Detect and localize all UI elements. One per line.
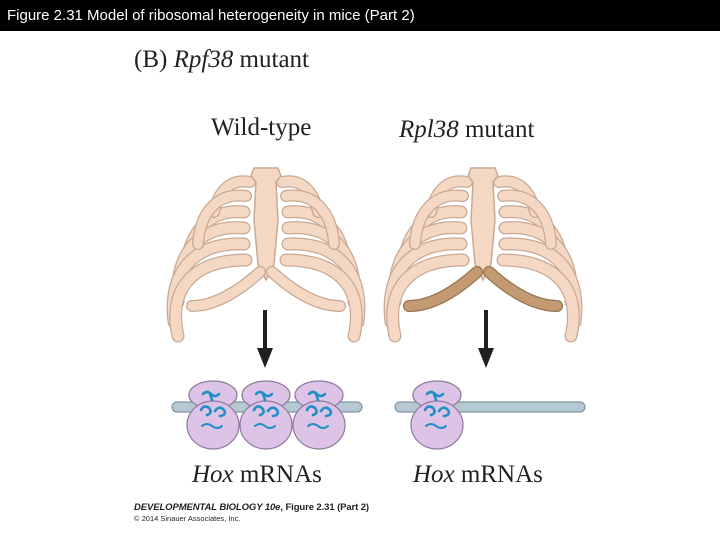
panel-letter: (B) [134,46,168,73]
wild-type-output-suffix: mRNAs [239,461,322,488]
wild-type-output-label: Hox mRNAs [192,461,322,489]
mutant-arrow [478,310,494,368]
mutant-ribcage [390,168,576,336]
mutant-label: Rpl38 mutant [399,116,534,144]
panel-label: (B) Rpf38 mutant [134,46,309,74]
credit-line: DEVELOPMENTAL BIOLOGY 10e, Figure 2.31 (… [134,502,369,513]
mutant-suffix: mutant [464,116,535,143]
mutant-output-suffix: mRNAs [460,461,543,488]
mutant-ribosome [409,379,465,451]
credit-block: DEVELOPMENTAL BIOLOGY 10e, Figure 2.31 (… [134,502,369,523]
wild-type-ribosome [238,379,294,451]
credit-copyright: © 2014 Sinauer Associates, Inc. [134,514,241,523]
panel-gene: Rpf38 [173,46,234,73]
panel-suffix: mutant [239,46,309,73]
mutant-output-label: Hox mRNAs [413,461,543,489]
credit-figure: Figure 2.31 (Part 2) [285,502,369,513]
wild-type-ribosome [185,379,241,451]
mutant-output-gene: Hox [413,461,455,488]
wild-type-ribosome [291,379,347,451]
mutant-gene: Rpl38 [399,116,459,143]
wild-type-arrow [257,310,273,368]
credit-book: DEVELOPMENTAL BIOLOGY 10e [134,502,281,513]
wild-type-label: Wild-type [211,114,312,141]
wild-type-output-gene: Hox [192,461,234,488]
title-bar: Figure 2.31 Model of ribosomal heterogen… [0,0,720,31]
title-text: Figure 2.31 Model of ribosomal heterogen… [7,7,415,24]
